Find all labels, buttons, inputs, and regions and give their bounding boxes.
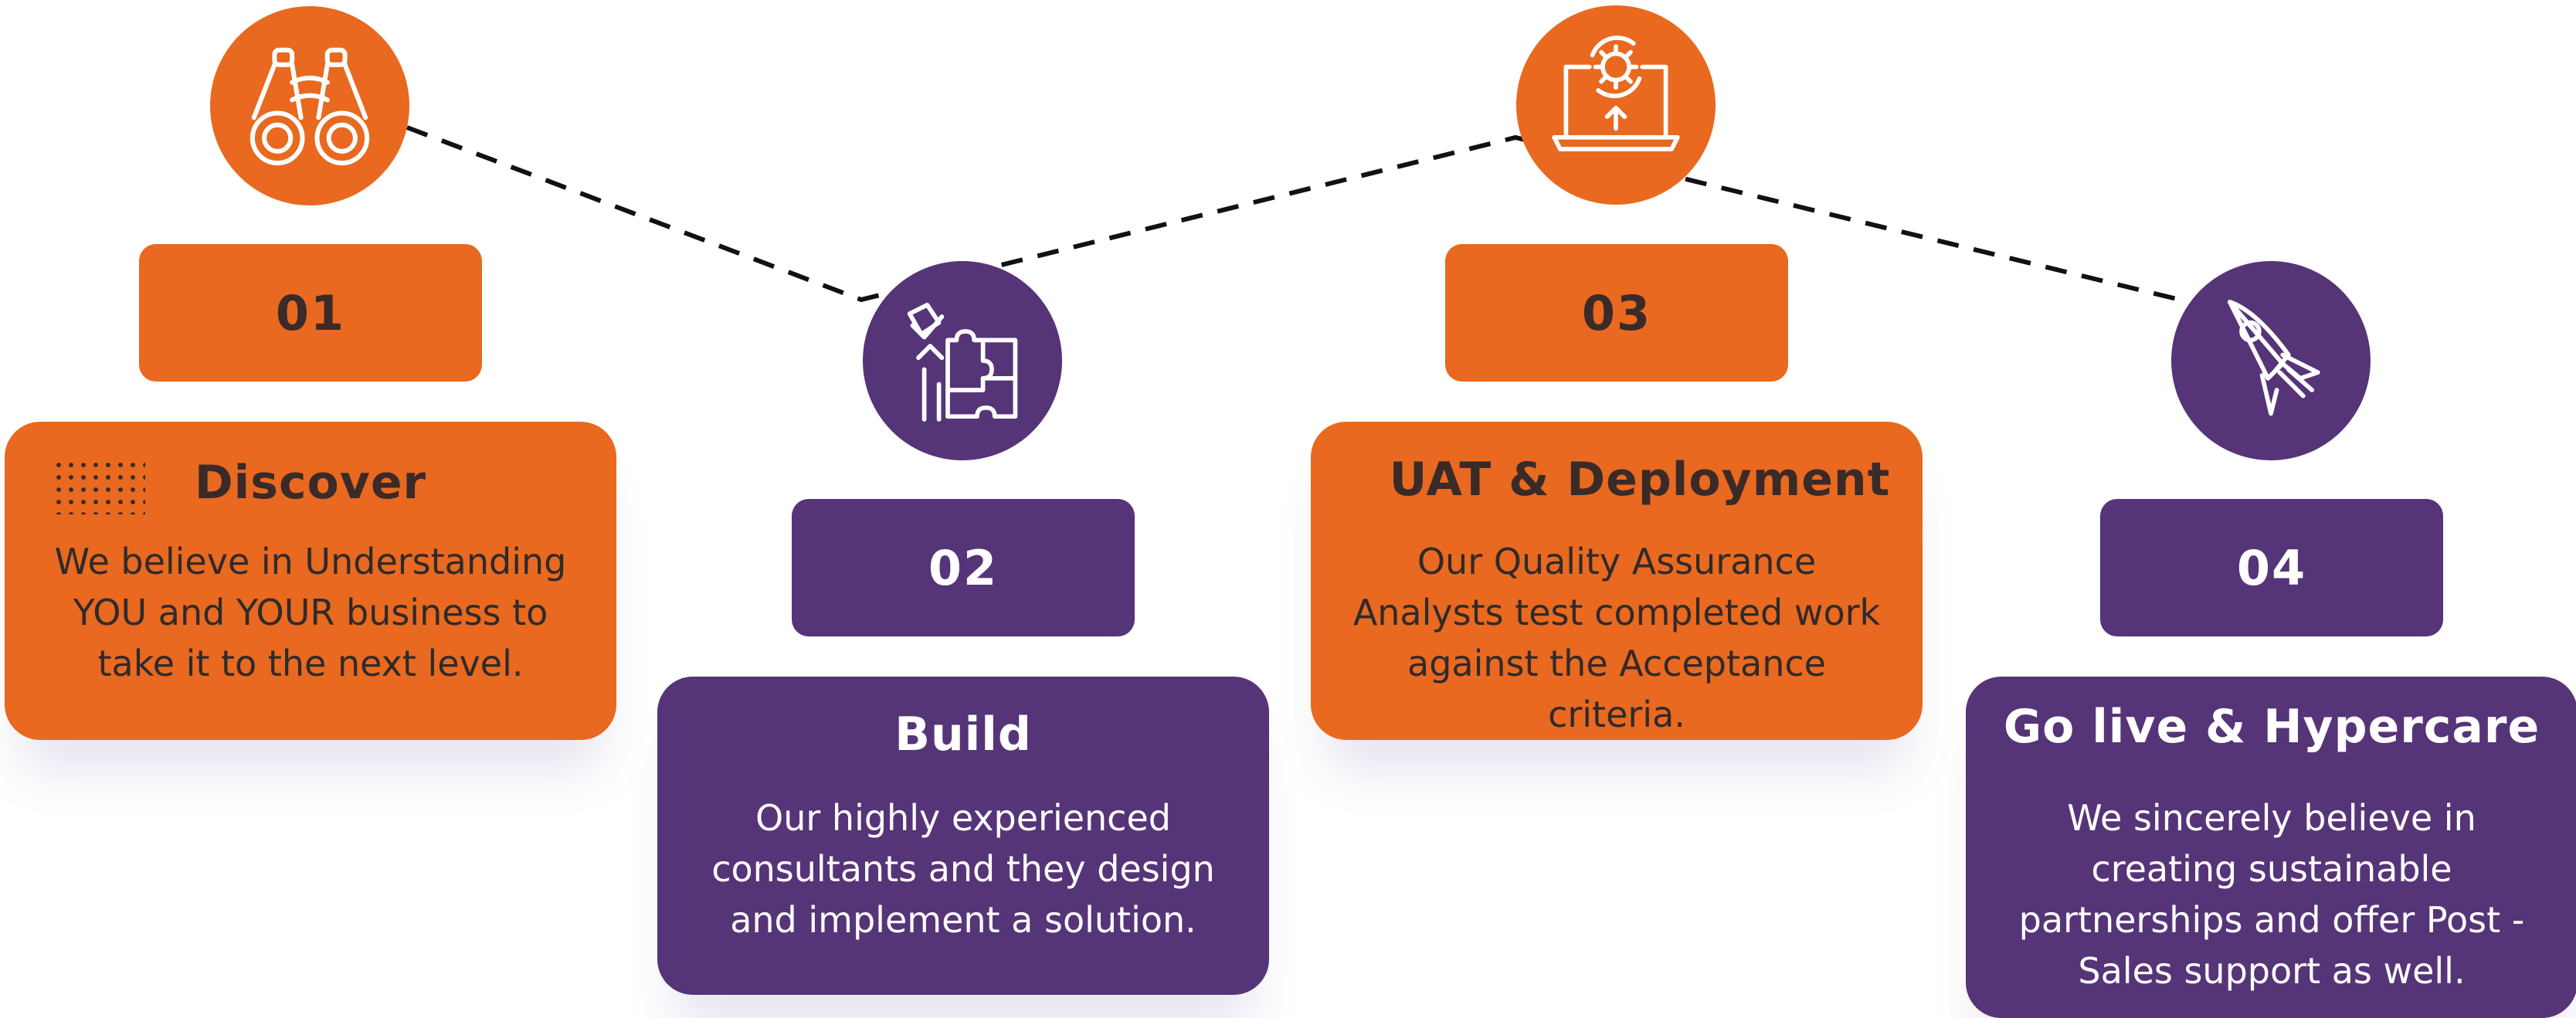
rocket-icon xyxy=(2227,300,2320,416)
step-4-description: We sincerely believe in creating sustain… xyxy=(2018,797,2525,992)
step-3-description: Our Quality Assurance Analysts test comp… xyxy=(1352,541,1881,735)
step-2-card: Build Our highly experienced consultants… xyxy=(657,677,1269,995)
step-2-number: 02 xyxy=(792,499,1135,636)
laptop-gear-icon xyxy=(1552,36,1680,151)
puzzle-icon xyxy=(907,302,1018,422)
step-3-circle xyxy=(1516,5,1716,205)
step-2-description: Our highly experienced consultants and t… xyxy=(711,797,1215,941)
step-3-card: UAT & Deployment Our Quality Assurance A… xyxy=(1311,422,1923,740)
step-3-title: UAT & Deployment xyxy=(1389,453,1891,507)
binoculars-icon xyxy=(249,47,370,166)
step-1-title: Discover xyxy=(194,456,427,510)
step-4-title: Go live & Hypercare xyxy=(2003,700,2540,754)
step-2-circle xyxy=(863,261,1062,460)
step-1-circle xyxy=(210,6,409,205)
step-1-description: We believe in Understanding YOU and YOUR… xyxy=(54,541,567,684)
step-4-card: Go live & Hypercare We sincerely believe… xyxy=(1966,677,2576,1018)
step-4-circle xyxy=(2171,261,2371,460)
step-4-number: 04 xyxy=(2100,499,2443,636)
dot-grid-decoration xyxy=(53,459,145,514)
step-2-title: Build xyxy=(894,708,1032,762)
step-1-number: 01 xyxy=(139,244,482,382)
step-3-number: 03 xyxy=(1445,244,1788,382)
step-1-card: Discover We believe in Understanding YOU… xyxy=(5,422,616,740)
